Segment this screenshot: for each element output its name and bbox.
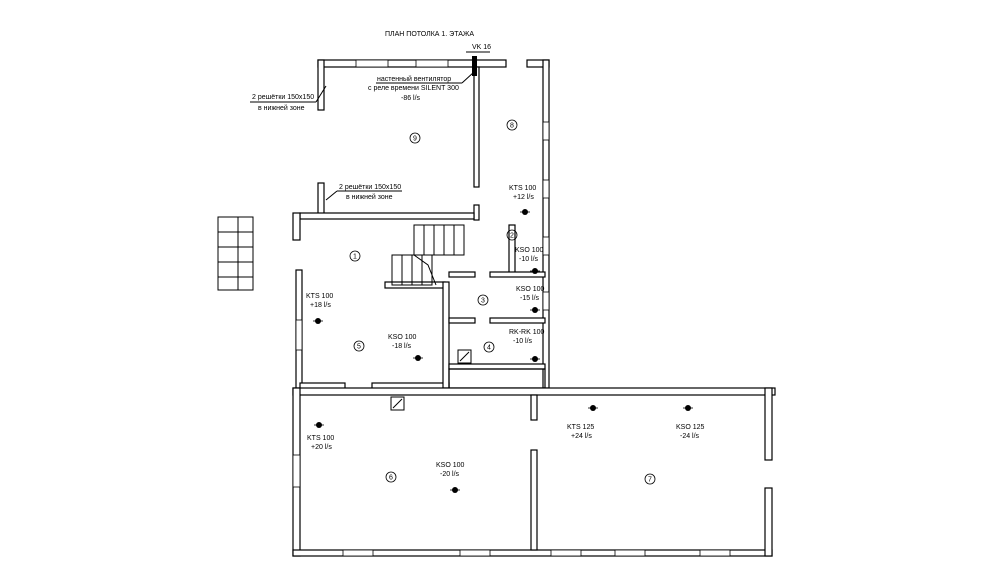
windows <box>292 59 731 557</box>
device-flow: +20 l/s <box>311 444 332 451</box>
room-circle-icon <box>409 132 421 144</box>
device-model: KSO 100 <box>388 334 417 341</box>
air-device: RK-RK 100 -10 l/s <box>509 329 545 362</box>
device-model: KTS 100 <box>306 293 333 300</box>
device-model: KTS 100 <box>307 435 334 442</box>
device-flow: -24 l/s <box>680 433 700 440</box>
air-device: KTS 100 +18 l/s <box>306 293 333 324</box>
device-flow: -10 l/s <box>519 256 539 263</box>
room-number: 1 <box>353 254 357 261</box>
room-circle-icon <box>506 119 518 131</box>
air-device: KTS 100 +20 l/s <box>307 422 334 451</box>
device-model: RK-RK 100 <box>509 329 545 336</box>
room-marker-8: 8 <box>506 119 518 131</box>
room-marker-5: 5 <box>353 340 365 352</box>
room-circle-icon <box>483 341 495 353</box>
room-number: 8 <box>510 123 514 130</box>
wall-fan-icon <box>472 56 477 76</box>
room-circle-icon <box>506 229 518 241</box>
room-marker-4: 4 <box>483 341 495 353</box>
air-device: KTS 125 +24 l/s <box>567 405 598 440</box>
room-marker-7: 7 <box>644 473 656 485</box>
plan-title: ПЛАН ПОТОЛКА 1. ЭТАЖА <box>385 31 474 38</box>
vk-label: VK 16 <box>472 44 491 51</box>
room-marker-6: 6 <box>385 471 397 483</box>
grille2-label-2: в нижней зоне <box>346 193 393 201</box>
air-device: KSO 100 -15 l/s <box>516 286 545 313</box>
fan-flow: -86 l/s <box>401 95 421 102</box>
device-flow: -15 l/s <box>520 295 540 302</box>
room-number: 9 <box>413 136 417 143</box>
device-flow: +24 l/s <box>571 433 592 440</box>
device-model: KSO 125 <box>676 424 705 431</box>
room-marker-3: 3 <box>477 294 489 306</box>
room-number: 5 <box>357 344 361 351</box>
room-circle-icon <box>644 473 656 485</box>
annotations: VK 16 настенный вентилятор с реле времен… <box>250 44 491 201</box>
shafts <box>390 349 472 411</box>
room-numbers: 1 2 3 4 5 6 7 8 9 <box>349 119 656 485</box>
fan-label-2: с реле времени SILENT 300 <box>368 85 459 92</box>
air-device: KTS 100 +12 l/s <box>509 185 536 215</box>
device-flow: -20 l/s <box>440 471 460 478</box>
room-circle-icon <box>385 471 397 483</box>
grille1-label-2: в нижней зоне <box>258 104 305 112</box>
room-number: 7 <box>648 477 652 484</box>
grille1-label-1: 2 решётки 150x150 <box>252 94 314 101</box>
room-circle-icon <box>477 294 489 306</box>
device-model: KSO 100 <box>436 462 465 469</box>
room-marker-2: 2 <box>506 229 518 241</box>
fan-label-1: настенный вентилятор <box>377 75 451 83</box>
room-marker-9: 9 <box>409 132 421 144</box>
device-flow: -10 l/s <box>513 338 533 345</box>
air-device: KSO 100 -18 l/s <box>388 334 423 361</box>
room-number: 6 <box>389 475 393 482</box>
room-number: 4 <box>487 345 491 352</box>
device-flow: +12 l/s <box>513 194 534 201</box>
device-model: KSO 100 <box>516 286 545 293</box>
grille2-label-1: 2 решётки 150x150 <box>339 184 401 191</box>
room-marker-1: 1 <box>349 250 361 262</box>
room-circle-icon <box>349 250 361 262</box>
air-device: KSO 100 -10 l/s <box>515 247 544 274</box>
air-device: KSO 125 -24 l/s <box>676 405 705 440</box>
device-flow: -18 l/s <box>392 343 412 350</box>
device-flow: +18 l/s <box>310 302 331 309</box>
room-number: 2 <box>510 233 514 240</box>
room-number: 3 <box>481 298 485 305</box>
air-device: KSO 100 -20 l/s <box>436 462 465 493</box>
room-circle-icon <box>353 340 365 352</box>
device-model: KTS 125 <box>567 424 594 431</box>
stairs <box>217 216 465 291</box>
device-model: KTS 100 <box>509 185 536 192</box>
device-model: KSO 100 <box>515 247 544 254</box>
